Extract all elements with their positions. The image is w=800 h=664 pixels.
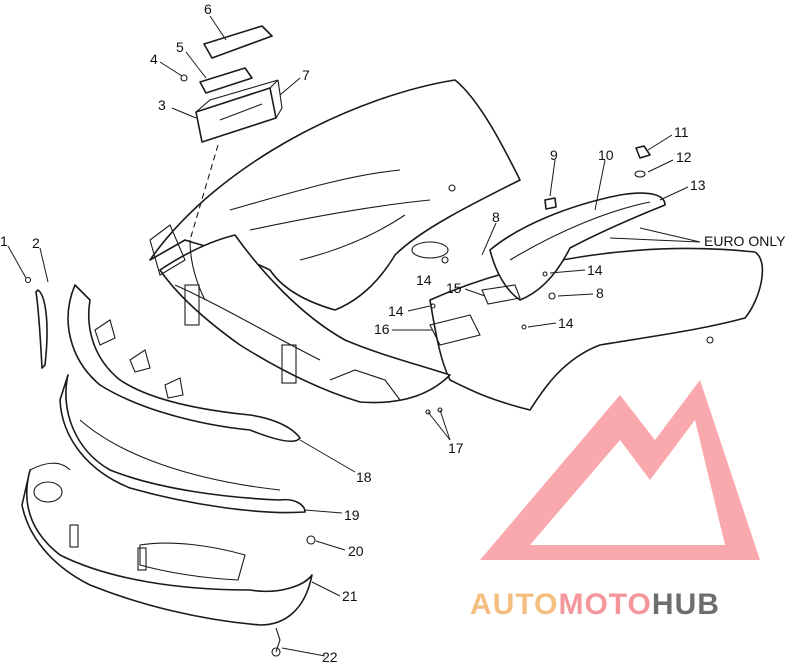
callout-6: 6 <box>204 1 212 17</box>
callout-19: 19 <box>344 507 360 523</box>
callout-8-lower: 8 <box>596 285 604 301</box>
watermark: AUTOMOTOHUB <box>470 380 760 621</box>
watermark-hub: HUB <box>652 588 720 621</box>
callout-22: 22 <box>322 649 338 664</box>
callout-8-upper: 8 <box>492 209 500 225</box>
callout-11: 11 <box>674 124 689 140</box>
bumper-upper <box>67 284 301 442</box>
callout-15: 15 <box>446 280 462 296</box>
watermark-logo-icon <box>480 380 760 560</box>
callout-5: 5 <box>176 39 184 55</box>
callout-14-a: 14 <box>587 262 603 278</box>
callout-9: 9 <box>550 147 558 163</box>
skid-pan <box>21 469 313 626</box>
watermark-moto: MOTO <box>558 588 651 621</box>
callout-18: 18 <box>356 469 372 485</box>
callout-12: 12 <box>676 149 692 165</box>
callout-14-d: 14 <box>416 272 432 288</box>
callout-7: 7 <box>302 67 310 83</box>
watermark-auto: AUTO <box>470 588 558 621</box>
callout-21: 21 <box>342 588 358 604</box>
box-cover <box>203 25 273 59</box>
callout-14-b: 14 <box>388 303 404 319</box>
callout-4: 4 <box>150 51 158 67</box>
callout-2: 2 <box>32 235 40 251</box>
side-panel <box>489 192 666 301</box>
bumper-lower-strip <box>59 374 306 514</box>
callout-14-c: 14 <box>558 315 574 331</box>
callout-16: 16 <box>374 321 390 337</box>
callout-1: 1 <box>0 233 8 249</box>
svg-text:AUTOMOTOHUB: AUTOMOTOHUB <box>470 588 720 621</box>
storage-box <box>195 87 277 143</box>
front-frame <box>159 234 451 404</box>
callout-3: 3 <box>158 97 166 113</box>
callout-20: 20 <box>348 543 364 559</box>
euro-only-note: EURO ONLY <box>704 233 786 249</box>
callout-13: 13 <box>690 177 706 193</box>
trim-strip <box>35 289 48 369</box>
leader-lines <box>7 15 701 657</box>
callout-17: 17 <box>448 440 464 456</box>
callout-10: 10 <box>598 147 614 163</box>
box-lid <box>199 67 253 94</box>
